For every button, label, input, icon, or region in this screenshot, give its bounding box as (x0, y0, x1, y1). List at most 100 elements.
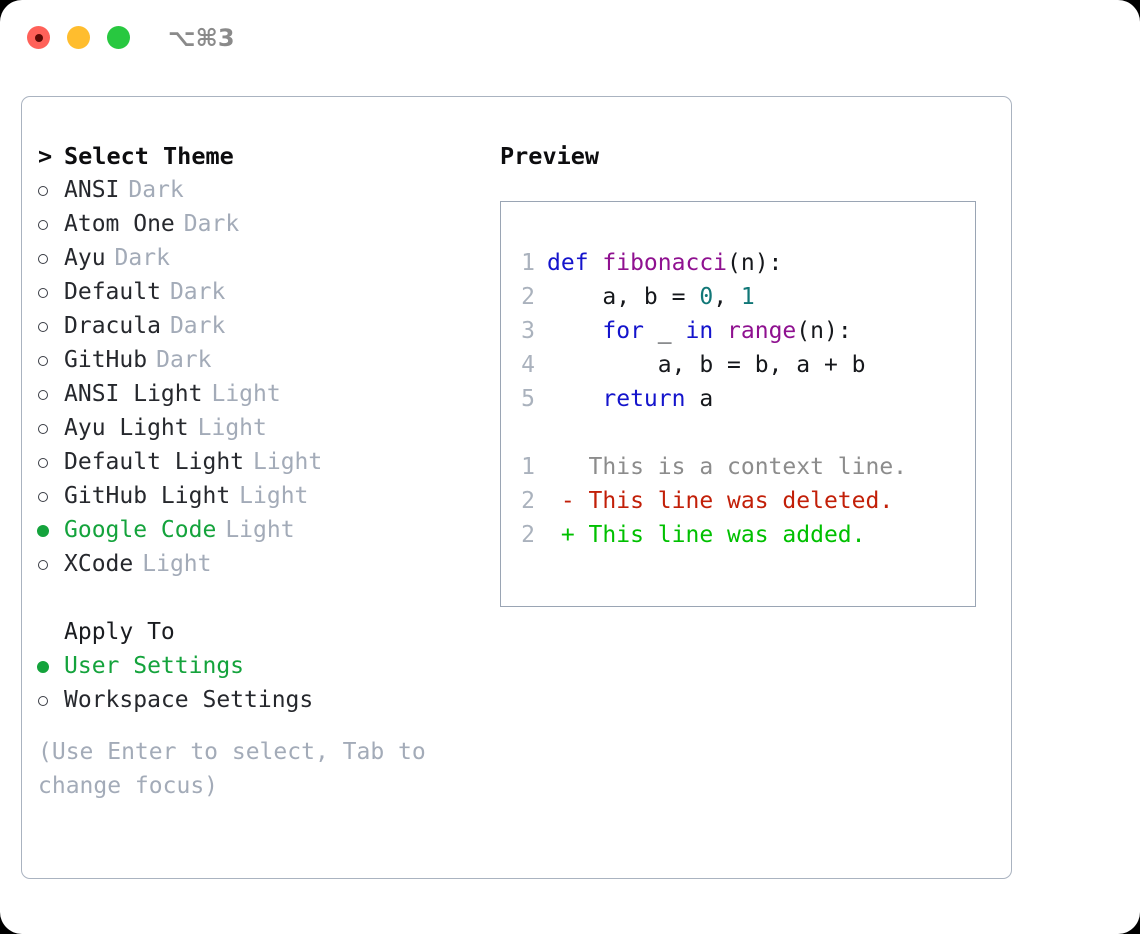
preview-title: Preview (500, 142, 600, 170)
theme-option-name: Default (64, 279, 161, 305)
diff-line-text-del: - This line was deleted. (547, 488, 894, 514)
code-line-number: 3 (521, 318, 535, 344)
diff-line: 1 This is a context line. (501, 450, 975, 484)
theme-option-name: Ayu Light (64, 415, 189, 441)
radio-unselected-icon[interactable] (38, 173, 64, 207)
radio-unselected-icon[interactable] (38, 241, 64, 275)
code-token-pl: a (685, 386, 714, 412)
code-line-text: a, b = 0, 1 (547, 280, 755, 314)
keyboard-shortcut-label: ⌥⌘3 (168, 24, 235, 52)
radio-unselected-icon[interactable] (38, 547, 64, 581)
code-line-text: def fibonacci(n): (547, 246, 782, 280)
code-token-pl (547, 318, 602, 344)
code-line-number: 1 (521, 250, 535, 276)
apply-to-title: Apply To (64, 619, 175, 645)
theme-option[interactable]: Default Light Light (38, 445, 478, 479)
theme-option-name: Google Code (64, 517, 217, 543)
diff-line-number: 1 (521, 454, 535, 480)
radio-selected-icon[interactable] (37, 513, 64, 547)
code-line: 5 return a (501, 382, 975, 416)
theme-option[interactable]: ANSI Light Light (38, 377, 478, 411)
theme-option-name: GitHub (64, 347, 148, 373)
code-token-kw: for (602, 318, 644, 344)
apply-to-option-name: User Settings (64, 653, 245, 679)
code-line-number: 4 (521, 352, 535, 378)
close-button[interactable] (27, 26, 50, 49)
code-token-pl: _ (643, 318, 686, 344)
code-token-fn: fibonacci (602, 250, 728, 276)
theme-option[interactable]: XCode Light (38, 547, 478, 581)
theme-option[interactable]: Dracula Dark (38, 309, 478, 343)
code-line-number: 2 (521, 284, 535, 310)
diff-line-text-ctx: This is a context line. (547, 454, 908, 480)
radio-unselected-icon[interactable] (38, 445, 64, 479)
radio-unselected-icon[interactable] (38, 207, 64, 241)
heading-indent (38, 615, 64, 649)
code-line: 2 a, b = 0, 1 (501, 280, 975, 314)
theme-option[interactable]: Google Code Light (37, 513, 478, 547)
code-line: 4 a, b = b, a + b (501, 348, 975, 382)
diff-line-text-add: + This line was added. (547, 522, 866, 548)
theme-option-name: Default Light (64, 449, 245, 475)
radio-unselected-icon[interactable] (38, 275, 64, 309)
theme-option-variant: Light (225, 517, 295, 543)
theme-option[interactable]: Ayu Light Light (38, 411, 478, 445)
theme-option-variant: Dark (169, 279, 226, 305)
theme-option-name: XCode (64, 551, 134, 577)
prompt-caret-icon: > (38, 142, 53, 170)
theme-option-variant: Dark (169, 313, 226, 339)
code-token-pl: (n): (727, 250, 783, 276)
theme-option-variant: Dark (156, 347, 212, 373)
apply-to-option[interactable]: User Settings (37, 649, 478, 683)
radio-unselected-icon[interactable] (38, 411, 64, 445)
minimize-button[interactable] (67, 26, 90, 49)
theme-option-name: GitHub Light (64, 483, 231, 509)
code-line: 3 for _ in range(n): (501, 314, 975, 348)
radio-unselected-icon[interactable] (38, 309, 64, 343)
theme-option-name: ANSI Light (64, 381, 203, 407)
code-line-text: return a (547, 382, 713, 416)
code-line-text: a, b = b, a + b (547, 348, 866, 382)
radio-selected-icon[interactable] (37, 649, 64, 683)
theme-option-variant: Light (211, 381, 281, 407)
diff-sample: 1 This is a context line. 2 - This line w… (501, 450, 975, 552)
select-theme-title: Select Theme (64, 142, 234, 170)
theme-option-name: ANSI (64, 177, 120, 203)
theme-option-variant: Dark (128, 177, 184, 203)
code-token-pl (713, 318, 727, 344)
apply-to-option[interactable]: Workspace Settings (38, 683, 478, 717)
diff-line-number: 2 (521, 522, 535, 548)
theme-option-variant: Light (197, 415, 267, 441)
radio-unselected-icon[interactable] (38, 683, 64, 717)
code-line-text: for _ in range(n): (547, 314, 852, 348)
code-token-kw: def (547, 250, 603, 276)
theme-option[interactable]: ANSI Dark (38, 173, 478, 207)
theme-option[interactable]: GitHub Dark (38, 343, 478, 377)
theme-option-variant: Dark (183, 211, 240, 237)
radio-unselected-icon[interactable] (38, 479, 64, 513)
theme-option-variant: Light (142, 551, 212, 577)
code-token-pl: , (713, 284, 741, 310)
code-token-pl: (n): (796, 318, 852, 344)
radio-unselected-icon[interactable] (38, 343, 64, 377)
radio-unselected-icon[interactable] (38, 377, 64, 411)
diff-line-number: 2 (521, 488, 535, 514)
code-token-pl: a, b = b, a + b (547, 352, 866, 378)
theme-option-variant: Light (253, 449, 323, 475)
maximize-button[interactable] (107, 26, 130, 49)
theme-option-name: Dracula (64, 313, 161, 339)
theme-option[interactable]: Default Dark (38, 275, 478, 309)
select-theme-heading: > Select Theme (38, 139, 478, 173)
code-token-num: 1 (740, 284, 755, 310)
theme-option-variant: Dark (114, 245, 170, 271)
